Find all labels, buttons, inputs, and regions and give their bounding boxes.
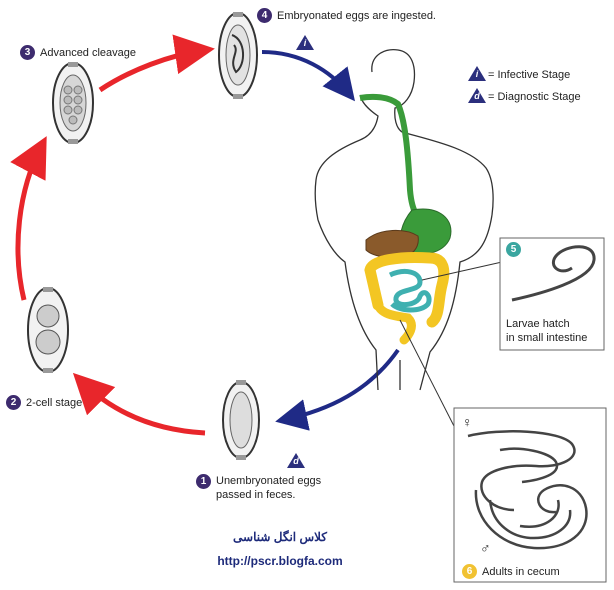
human-figure (314, 49, 494, 391)
callout-line-larvae (421, 261, 503, 281)
diagnostic-marker: d (287, 453, 305, 468)
stage-2-label: 2-cell stage (26, 397, 83, 409)
stage-1-label-line1: Unembryonated eggs (216, 475, 322, 487)
legend-infective-letter: i (475, 69, 479, 79)
legend-diagnostic-letter: d (474, 91, 480, 101)
legend-infective-text: = Infective Stage (488, 69, 571, 81)
stage-5-label-line1: Larvae hatch (506, 318, 570, 330)
cycle-arrow-s1-to-s2 (72, 372, 206, 436)
egg-2-cell (27, 287, 69, 373)
cycle-arrow-s3-to-s4 (98, 34, 215, 93)
footer-url[interactable]: http://pscr.blogfa.com (217, 554, 343, 568)
legend-diagnostic-icon: d (468, 88, 486, 103)
stage-1-label-line2: passed in feces. (216, 489, 296, 501)
stage-4-badge: 4 (257, 8, 272, 23)
egg-advanced-cleavage (52, 62, 94, 144)
female-symbol: ♀ (462, 414, 473, 430)
infective-marker-letter: i (303, 38, 307, 48)
stage-3-badge: 3 (20, 45, 35, 60)
legend-diagnostic-text: = Diagnostic Stage (488, 91, 581, 103)
stage-6-label: Adults in cecum (482, 566, 560, 578)
colon (364, 252, 450, 328)
stage-2-badge: 2 (6, 395, 21, 410)
stage-3-label: Advanced cleavage (40, 47, 137, 59)
stage-6-badge: 6 (462, 564, 477, 579)
stage-5-label-line2: in small intestine (506, 332, 588, 344)
larva-worm (511, 245, 596, 302)
egg-embryonated (218, 12, 258, 99)
stage-1-badge: 1 (196, 474, 211, 489)
stage-5-badge: 5 (506, 242, 521, 257)
stage-4-label: Embryonated eggs are ingested. (277, 10, 436, 22)
egg-unembryonated (222, 380, 260, 460)
diagnostic-marker-letter: d (293, 456, 299, 466)
feces-arrow (275, 348, 400, 431)
footer-persian-title: کلاس انگل شناسی (233, 530, 327, 544)
small-intestine (388, 269, 432, 313)
adult-worms (467, 430, 588, 550)
larvae-box (499, 237, 605, 351)
ingest-arrow (261, 50, 355, 102)
callout-line-adults (399, 319, 457, 431)
male-symbol: ♂ (480, 540, 491, 556)
cycle-arrow-s2-to-s3 (10, 136, 47, 301)
legend-infective-icon: i (468, 66, 486, 81)
infective-marker: i (296, 35, 314, 50)
